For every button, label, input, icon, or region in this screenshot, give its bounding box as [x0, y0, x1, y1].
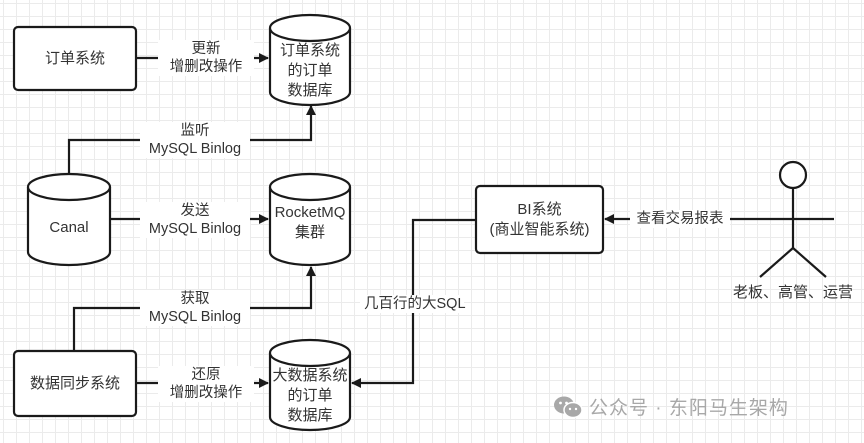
order-db-label: 订单系统 的订单 数据库 — [279, 42, 340, 99]
bigdata-db-cylinder[interactable] — [268, 338, 352, 432]
data-sync-label: 数据同步系统 — [29, 374, 120, 392]
actor-stick-figure[interactable] — [752, 160, 834, 278]
bigdata-db-label: 大数据系统 的订单 数据库 — [272, 367, 348, 424]
edge-label-canal-send: 发送 MySQL Binlog — [140, 202, 250, 238]
wechat-icon — [554, 396, 583, 418]
order-system-label: 订单系统 — [44, 49, 105, 67]
edge-label-sync-restore: 还原 增删改操作 — [158, 366, 254, 402]
edge-label-canal-listen: 监听 MySQL Binlog — [140, 122, 250, 158]
canal-cylinder[interactable] — [26, 172, 112, 267]
rocketmq-cylinder[interactable] — [268, 172, 352, 267]
edge-label-bi-sql: 几百行的大SQL — [360, 295, 466, 313]
watermark-text: 公众号 · 东阳马生架构 — [589, 398, 789, 419]
edge-label-sync-fetch: 获取 MySQL Binlog — [140, 290, 250, 326]
actor-head — [778, 160, 808, 190]
actor-label: 老板、高管、运营 — [732, 284, 853, 301]
bi-system-label: BI系统 (商业智能系统) — [489, 200, 590, 238]
canal-label: Canal — [49, 219, 89, 236]
edge-label-order-to-db: 更新 增删改操作 — [158, 40, 254, 76]
rocketmq-label: RocketMQ 集群 — [274, 204, 346, 241]
watermark: 公众号 · 东阳马生架构 — [553, 393, 789, 420]
edge-label-actor-view: 查看交易报表 — [630, 210, 730, 228]
